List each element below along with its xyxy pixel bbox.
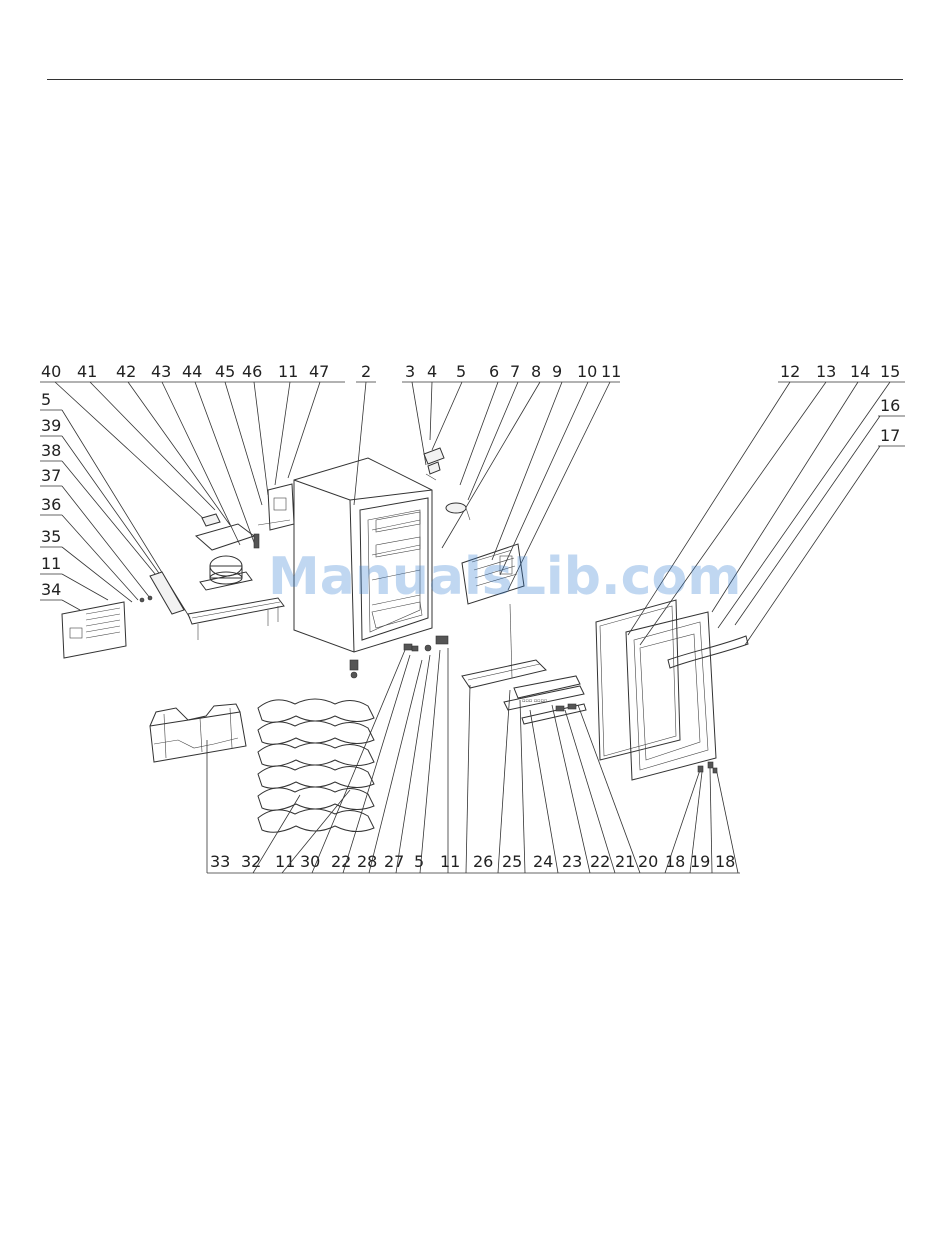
callout-15: 15 <box>880 362 900 381</box>
callout-18: 18 <box>715 852 735 871</box>
callout-37: 37 <box>41 466 61 485</box>
compressor-area <box>196 514 254 590</box>
callout-9: 9 <box>552 362 562 381</box>
door-frame <box>626 612 716 780</box>
callout-underlines <box>40 382 905 873</box>
callout-32: 32 <box>241 852 261 871</box>
callout-47: 47 <box>309 362 329 381</box>
callout-16: 16 <box>880 396 900 415</box>
control-panel-marks: ▫▫▫ ▫▫▫▫ <box>522 698 547 704</box>
callout-21: 21 <box>615 852 635 871</box>
callout-5: 5 <box>456 362 466 381</box>
callout-8: 8 <box>531 362 541 381</box>
control-board <box>254 484 294 548</box>
callout-43: 43 <box>151 362 171 381</box>
wire-shelf-stack <box>258 699 374 832</box>
callout-6: 6 <box>489 362 499 381</box>
callout-38: 38 <box>41 441 61 460</box>
manualslib-watermark: ManualsLib.com <box>268 547 741 607</box>
door-gasket <box>596 600 680 760</box>
callout-24: 24 <box>533 852 553 871</box>
bottom-fasteners <box>404 636 448 651</box>
callout-28: 28 <box>357 852 377 871</box>
callout-7: 7 <box>510 362 520 381</box>
callout-11: 11 <box>278 362 298 381</box>
condenser-parts <box>140 572 184 614</box>
callout-5: 5 <box>41 390 51 409</box>
callout-41: 41 <box>77 362 97 381</box>
callout-27: 27 <box>384 852 404 871</box>
callout-3: 3 <box>405 362 415 381</box>
back-panel <box>62 602 126 658</box>
lamp-cover <box>446 503 470 520</box>
callout-13: 13 <box>816 362 836 381</box>
callout-17: 17 <box>880 426 900 445</box>
wine-rack-tray <box>150 704 246 762</box>
callout-2: 2 <box>361 362 371 381</box>
callout-40: 40 <box>41 362 61 381</box>
callout-35: 35 <box>41 527 61 546</box>
top-hinge-assembly <box>424 448 444 480</box>
door-handle <box>668 636 748 668</box>
callout-14: 14 <box>850 362 870 381</box>
callout-11: 11 <box>275 852 295 871</box>
callout-4: 4 <box>427 362 437 381</box>
callout-20: 20 <box>638 852 658 871</box>
callout-34: 34 <box>41 580 61 599</box>
callout-33: 33 <box>210 852 230 871</box>
callout-19: 19 <box>690 852 710 871</box>
callout-44: 44 <box>182 362 202 381</box>
callout-36: 36 <box>41 495 61 514</box>
callouts-right-column: 16 17 <box>880 396 900 445</box>
callout-22: 22 <box>590 852 610 871</box>
callout-26: 26 <box>473 852 493 871</box>
callouts-top-row: 40 41 42 43 44 45 46 11 47 2 3 4 5 6 7 8… <box>41 362 900 381</box>
callout-30: 30 <box>300 852 320 871</box>
callout-18: 18 <box>665 852 685 871</box>
callouts-left-column: 5 39 38 37 36 35 11 34 <box>41 390 61 599</box>
callout-11: 11 <box>41 554 61 573</box>
leader-lines <box>55 382 890 873</box>
callout-23: 23 <box>562 852 582 871</box>
callout-12: 12 <box>780 362 800 381</box>
bottom-hinge-items <box>698 762 717 773</box>
callouts-bottom-row: 33 32 11 30 22 28 27 5 11 26 25 24 23 22… <box>210 852 735 871</box>
callout-10: 10 <box>577 362 597 381</box>
callout-39: 39 <box>41 416 61 435</box>
callout-42: 42 <box>116 362 136 381</box>
callout-25: 25 <box>502 852 522 871</box>
callout-11: 11 <box>440 852 460 871</box>
callout-46: 46 <box>242 362 262 381</box>
callout-11: 11 <box>601 362 621 381</box>
callout-45: 45 <box>215 362 235 381</box>
callout-5: 5 <box>414 852 424 871</box>
